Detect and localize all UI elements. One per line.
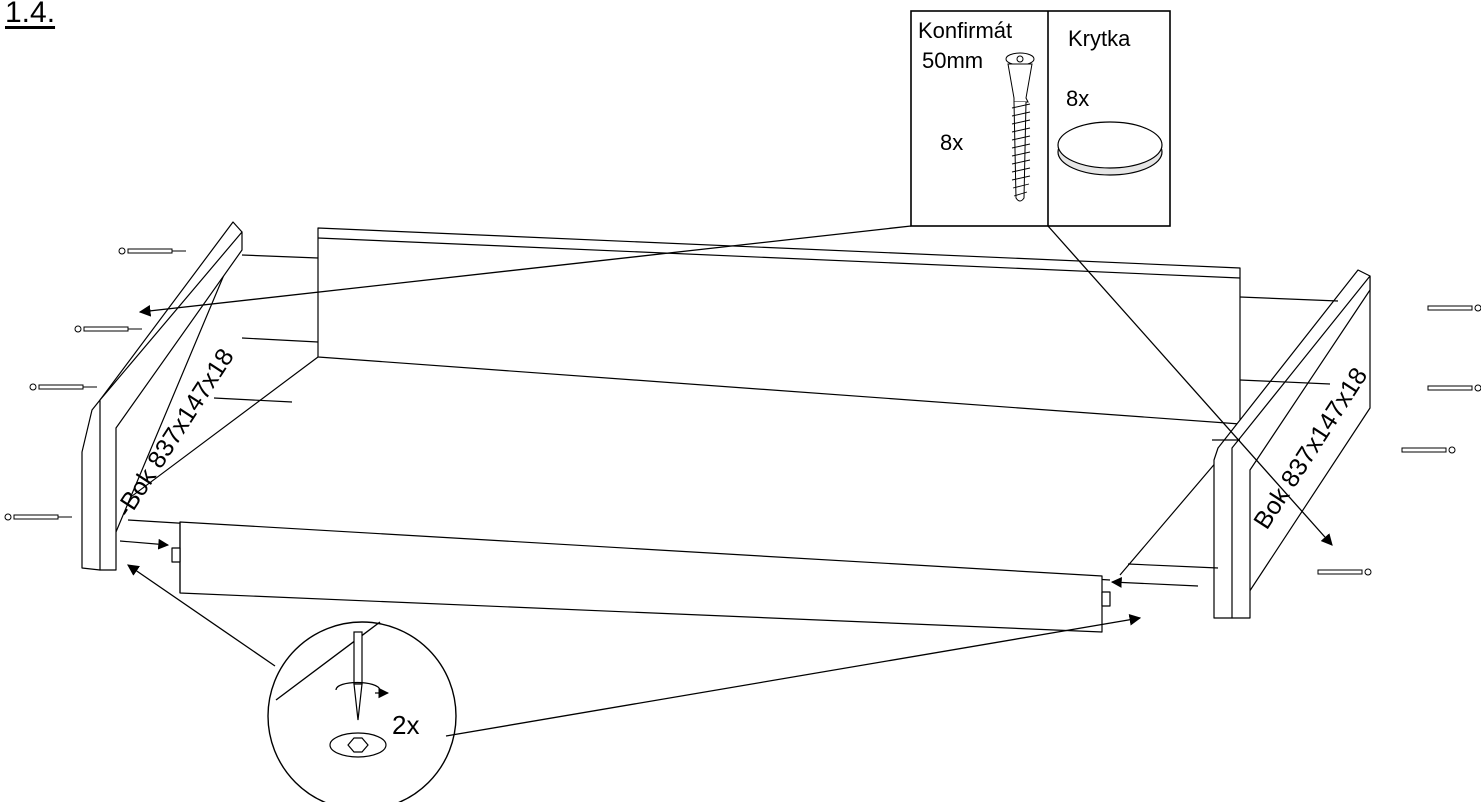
left-side-panel bbox=[81, 221, 243, 571]
part-size-confirmat: 50mm bbox=[922, 48, 984, 73]
detail-quantity: 2x bbox=[392, 710, 420, 740]
screwdriver-turn-icon bbox=[329, 631, 390, 758]
screw-group-left bbox=[4, 247, 186, 521]
detail-circle bbox=[267, 621, 457, 802]
part-name-krytka: Krytka bbox=[1068, 26, 1131, 51]
part-quantity-confirmat: 8x bbox=[940, 130, 964, 155]
part-name-confirmat: Konfirmát bbox=[918, 18, 1013, 43]
back-panel bbox=[317, 227, 1241, 425]
parts-box bbox=[910, 10, 1171, 227]
front-panel bbox=[171, 521, 1111, 633]
right-side-panel bbox=[1213, 269, 1371, 619]
part-quantity-krytka: 8x bbox=[1066, 86, 1090, 111]
cover-cap-icon bbox=[1057, 121, 1163, 176]
confirmat-screw-icon bbox=[1005, 52, 1035, 202]
step-number: 1.4. bbox=[5, 0, 56, 29]
screw-group-right bbox=[1317, 304, 1481, 576]
